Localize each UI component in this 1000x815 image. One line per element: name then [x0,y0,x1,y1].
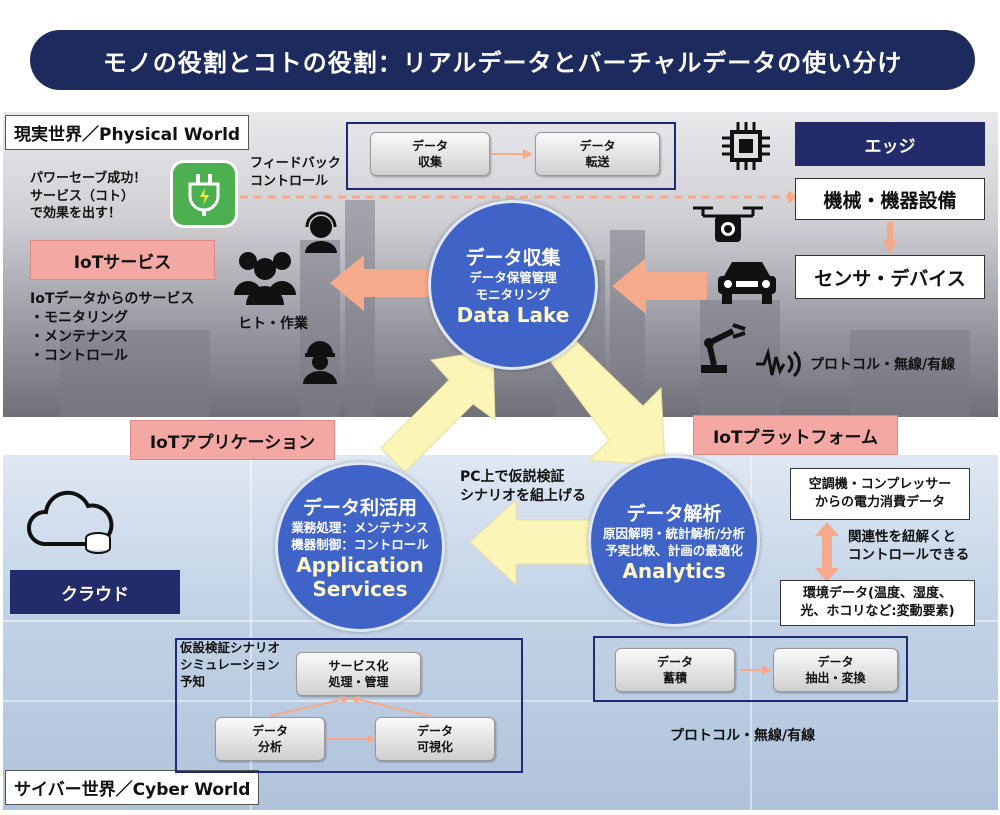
iot-platform-label: IoTプラットフォーム [693,415,898,455]
relation-control-text: 関連性を紐解くと コントロールできる [848,529,970,564]
step-flow-arrows [269,696,431,743]
building-shape [60,330,210,417]
grid-line [750,455,752,810]
analytics-sub: 原因解明・統計解析/分析 予実比較、計画の最適化 [602,525,746,558]
cloud-icon [20,485,120,555]
step-service-processing: サービス化 処理・管理 [296,652,421,696]
grid-line [3,700,998,702]
support-person-icon [298,208,344,254]
data-lake-circle: データ収集 データ保管管理 モニタリング Data Lake [428,200,598,370]
signal-wave-icon [756,346,804,382]
app-services-sub: 業務処理：メンテナンス 機器制御：コントロール [291,519,429,552]
power-plug-icon [170,160,238,228]
analytics-eng: Analytics [622,559,726,584]
pc-hypothesis-text: PC上で仮説検証 シナリオを組上げる [460,469,586,504]
cyber-world-label: サイバー世界／Cyber World [5,770,260,805]
robot-arm-icon [694,318,754,376]
grid-line [250,455,252,810]
feedback-dashed-arrow [240,191,800,203]
edge-label: エッジ [795,122,985,166]
arrow-down-to-analytics [550,340,666,467]
analytics-circle: データ解析 原因解明・統計解析/分析 予実比較、計画の最適化 Analytics [588,455,760,627]
protocol-physical-text: プロトコル・無線/有線 [810,357,956,373]
cloud-label: クラウド [10,570,180,614]
step-data-visualize: データ 可視化 [375,717,495,761]
service-analysis-frame [175,638,523,773]
machine-equipment-label: 機械・機器設備 [795,178,985,220]
step-data-store: データ 蓄積 [615,648,735,692]
data-lake-eng: Data Lake [456,303,570,328]
down-arrow [883,222,897,254]
step-data-analysis: データ 分析 [215,717,325,761]
arrow-left-to-services [330,255,430,311]
drone-icon [688,200,768,255]
environment-data-box: 環境データ(温度、湿度、 光、ホコリなど:変動要素) [780,580,975,626]
step-data-collect: データ 収集 [370,132,490,176]
hypothesis-simulation-text: 仮設検証シナリオ シミュレーション 予知 [180,640,281,689]
sensor-device-label: センサ・デバイス [795,255,985,299]
building-shape [345,200,375,417]
data-lake-sub: データ保管管理 モニタリング [469,269,557,302]
power-consumption-data-box: 空調機・コンプレッサー からの電力消費データ [790,468,970,520]
feedback-control-text: フィードバック コントロール [250,156,341,189]
group-people-icon [232,246,298,306]
building-shape [300,240,340,417]
protocol-cyber-text: プロトコル・無線/有線 [670,728,816,744]
step-data-transfer: データ 転送 [535,132,660,176]
collect-transfer-frame [346,122,676,190]
worker-helmet-icon [296,335,344,385]
iot-service-list: IoTデータからのサービス ・モニタリング ・メンテナンス ・コントロール [30,291,195,364]
data-lake-title: データ収集 [465,246,561,269]
grid-line [3,620,998,622]
store-to-extract-arrow [740,665,772,675]
arrow-up-to-lake [380,350,496,473]
arrow-left-to-apps [470,500,605,585]
app-services-title: データ利活用 [302,496,417,519]
app-services-eng: Application Services [296,553,424,602]
people-work-label: ヒト・作業 [238,316,308,332]
page-title: モノの役割とコトの役割：リアルデータとバーチャルデータの使い分け [30,30,975,90]
car-icon [712,255,782,307]
store-extract-frame [593,636,908,702]
collect-to-transfer-arrow [491,149,533,159]
chip-icon [718,118,774,174]
arrow-left-to-lake [612,258,707,314]
analytics-title: データ解析 [626,502,722,525]
physical-world-label: 現実世界／Physical World [5,115,250,150]
application-services-circle: データ利活用 業務処理：メンテナンス 機器制御：コントロール Applicati… [275,462,445,632]
iot-application-label: IoTアプリケーション [130,420,335,460]
iot-service-label: IoTサービス [30,240,215,280]
power-save-success-text: パワーセーブ成功！ サービス（コト） で効果を出す！ [30,171,147,222]
bidirectional-arrow [815,522,839,582]
step-data-extract: データ 抽出・変換 [773,648,898,692]
building-shape [850,330,970,417]
